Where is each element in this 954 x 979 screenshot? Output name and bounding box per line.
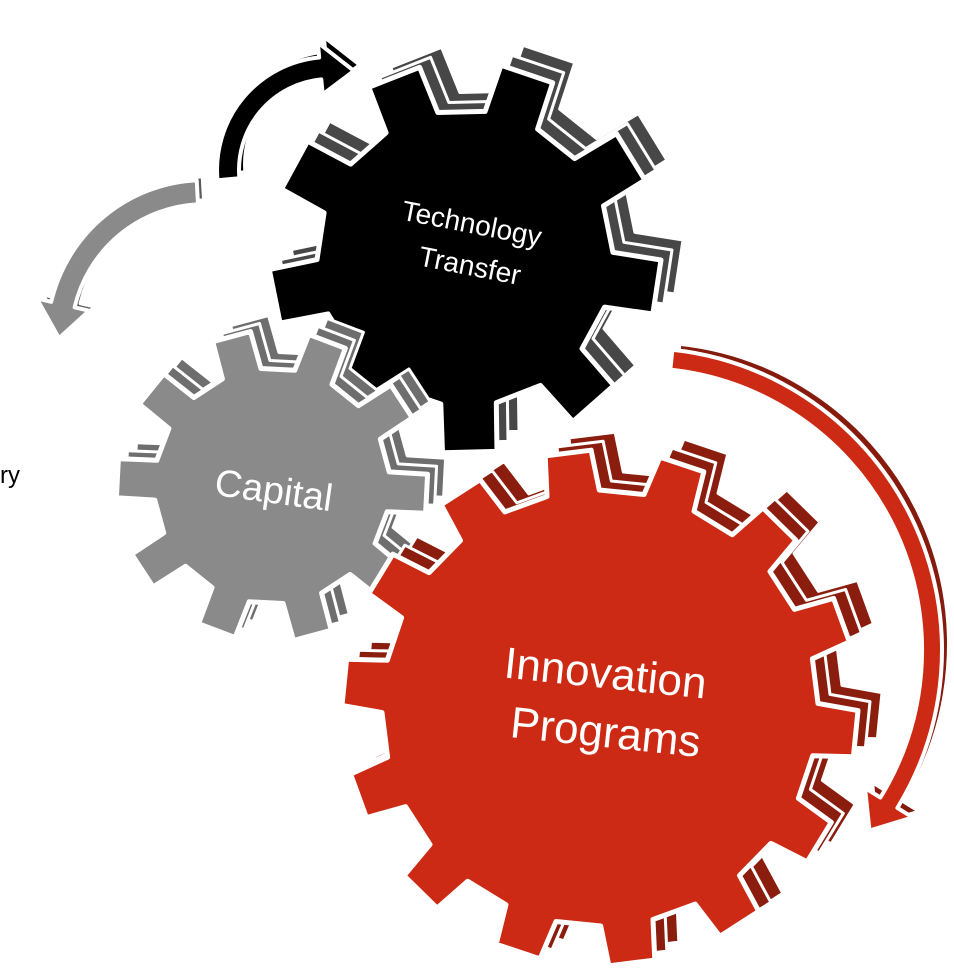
technology-gear	[266, 43, 685, 456]
red-cycle-arrow	[668, 341, 951, 833]
innovation-gear	[339, 430, 884, 969]
truncated-side-label: ry	[0, 462, 20, 489]
capital-gear	[113, 314, 448, 643]
gears	[113, 43, 884, 969]
black-cycle-arrow	[215, 34, 362, 183]
gray-cycle-arrow	[34, 174, 206, 341]
cycle-arrows	[34, 34, 951, 833]
